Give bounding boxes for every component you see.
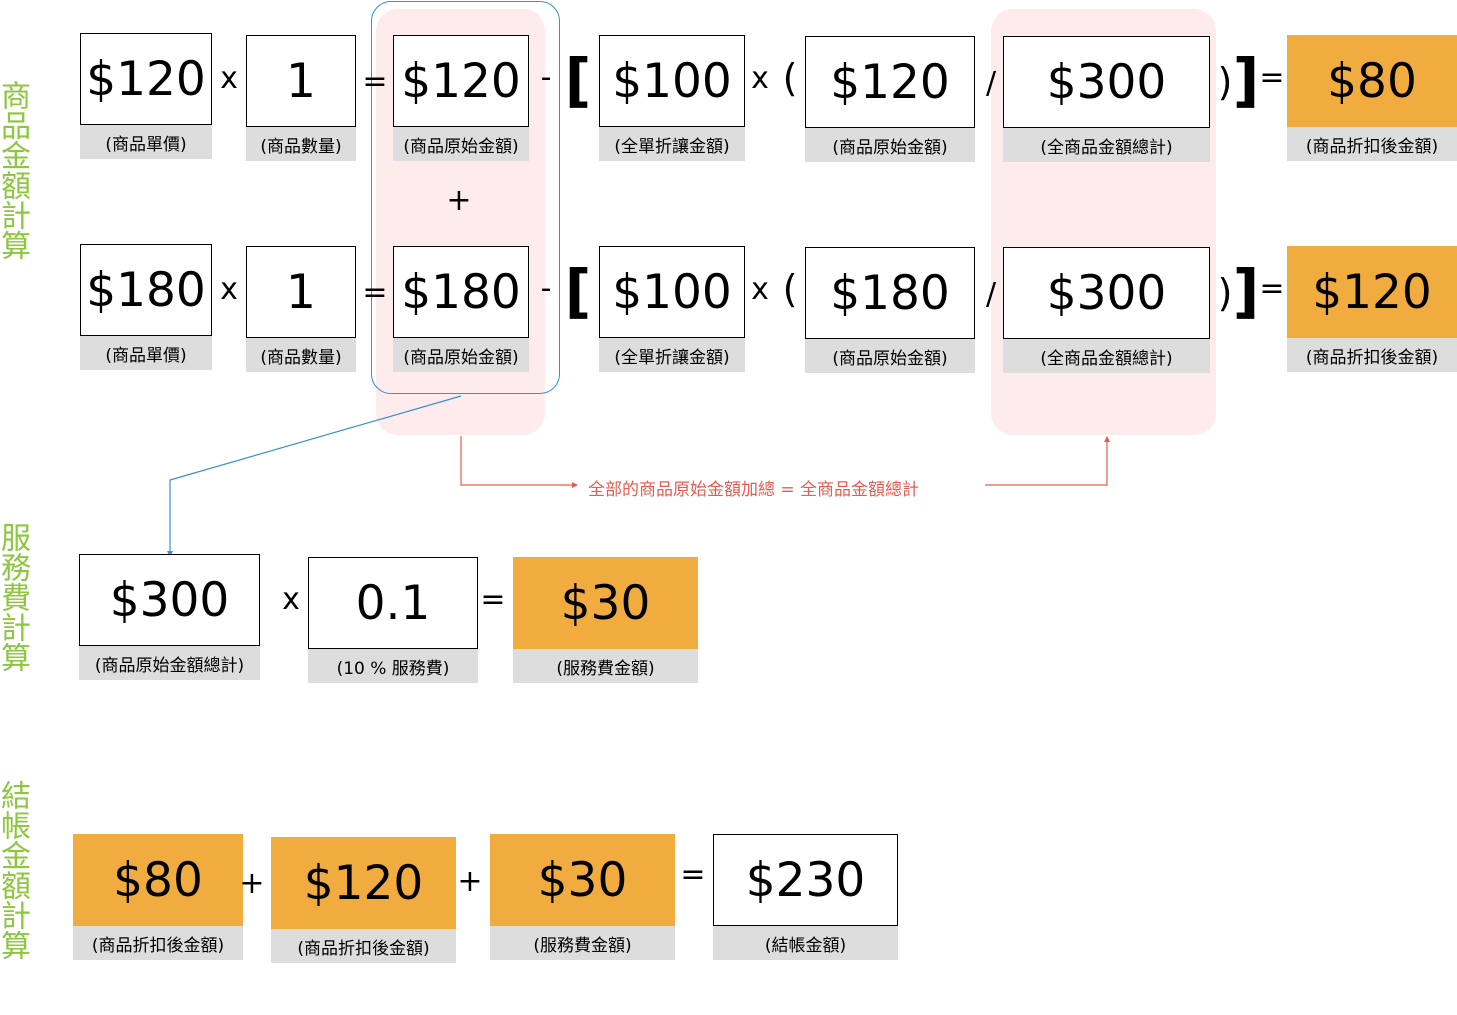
- rows-plus: +: [446, 183, 472, 218]
- service-rate-label: (10 % 服務費): [308, 649, 478, 683]
- service-rate: 0.1: [308, 557, 478, 649]
- row2-unit-price-label: (商品單價): [80, 336, 212, 370]
- row1-total-original: $300: [1003, 36, 1210, 128]
- row2-close-paren: ): [1217, 271, 1233, 315]
- row2-total-original: $300: [1003, 247, 1210, 339]
- row2-original-amount: $180: [393, 246, 529, 338]
- service-fee: $30: [513, 557, 698, 649]
- row1-times-1: x: [220, 61, 238, 96]
- section-title-item-amount: 商品金額計算: [0, 80, 30, 260]
- row1-equals-1: =: [362, 64, 388, 99]
- row2-order-discount: $100: [599, 246, 745, 338]
- row1-open-paren: (: [782, 56, 798, 100]
- note-arrowhead-right: [572, 482, 578, 488]
- row1-quantity-label: (商品數量): [246, 127, 356, 161]
- row2-equals-1: =: [362, 275, 388, 310]
- checkout-plus-2: +: [457, 864, 483, 899]
- service-equals: =: [480, 582, 506, 617]
- row2-divide: /: [985, 277, 997, 312]
- checkout-fee: $30: [490, 834, 675, 926]
- row2-equals-2: =: [1259, 271, 1285, 306]
- original-amount-group-outline: [371, 1, 560, 394]
- checkout-item1-label: (商品折扣後金額): [73, 926, 243, 960]
- checkout-equals: =: [680, 857, 706, 892]
- row2-quantity-label: (商品數量): [246, 338, 356, 372]
- row1-close-bracket: ]: [1232, 46, 1260, 114]
- checkout-item2: $120: [271, 837, 456, 929]
- row1-unit-price-label: (商品單價): [80, 125, 212, 159]
- row1-open-bracket: [: [564, 46, 592, 114]
- row1-total-original-label: (全商品金額總計): [1003, 128, 1210, 162]
- row1-equals-2: =: [1259, 60, 1285, 95]
- row2-discounted-amount-label: (商品折扣後金額): [1287, 338, 1457, 372]
- section-title-service-fee: 服務費計算: [0, 522, 30, 672]
- row2-original-amount-label: (商品原始金額): [393, 338, 529, 372]
- row2-original-amount-ref-label: (商品原始金額): [805, 339, 975, 373]
- row2-unit-price: $180: [80, 244, 212, 336]
- checkout-total: $230: [713, 834, 898, 926]
- row2-quantity: 1: [246, 246, 356, 338]
- row1-unit-price: $120: [80, 33, 212, 125]
- checkout-plus-1: +: [239, 866, 265, 901]
- row2-open-paren: (: [782, 267, 798, 311]
- row1-close-paren: ): [1217, 60, 1233, 104]
- section-title-checkout: 結帳金額計算: [0, 780, 30, 960]
- service-fee-label: (服務費金額): [513, 649, 698, 683]
- service-total-original: $300: [79, 554, 260, 646]
- row1-original-amount: $120: [393, 35, 529, 127]
- row2-order-discount-label: (全單折讓金額): [599, 338, 745, 372]
- row1-discounted-amount-label: (商品折扣後金額): [1287, 127, 1457, 161]
- row1-original-amount-label: (商品原始金額): [393, 127, 529, 161]
- row2-discounted-amount: $120: [1287, 246, 1457, 338]
- row2-times-1: x: [220, 272, 238, 307]
- row1-discounted-amount: $80: [1287, 35, 1457, 127]
- checkout-item2-label: (商品折扣後金額): [271, 929, 456, 963]
- checkout-item1: $80: [73, 834, 243, 926]
- checkout-fee-label: (服務費金額): [490, 926, 675, 960]
- service-total-original-label: (商品原始金額總計): [79, 646, 260, 680]
- row1-minus: -: [540, 60, 552, 95]
- row1-original-amount-ref: $120: [805, 36, 975, 128]
- row1-divide: /: [985, 66, 997, 101]
- service-times: x: [282, 582, 300, 617]
- row1-order-discount-label: (全單折讓金額): [599, 127, 745, 161]
- row2-open-bracket: [: [564, 257, 592, 325]
- row1-quantity: 1: [246, 35, 356, 127]
- row2-minus: -: [540, 271, 552, 306]
- sum-note: 全部的商品原始金額加總 = 全商品金額總計: [588, 480, 920, 500]
- note-arrowhead-up: [1104, 436, 1110, 442]
- row1-times-2: x: [751, 61, 769, 96]
- sum-connector-line: [169, 395, 462, 555]
- row2-original-amount-ref: $180: [805, 247, 975, 339]
- row2-close-bracket: ]: [1232, 257, 1260, 325]
- note-line-left: [460, 436, 572, 486]
- checkout-total-label: (結帳金額): [713, 926, 898, 960]
- row1-original-amount-ref-label: (商品原始金額): [805, 128, 975, 162]
- row2-total-original-label: (全商品金額總計): [1003, 339, 1210, 373]
- row1-order-discount: $100: [599, 35, 745, 127]
- note-line-right: [985, 440, 1108, 486]
- row2-times-2: x: [751, 272, 769, 307]
